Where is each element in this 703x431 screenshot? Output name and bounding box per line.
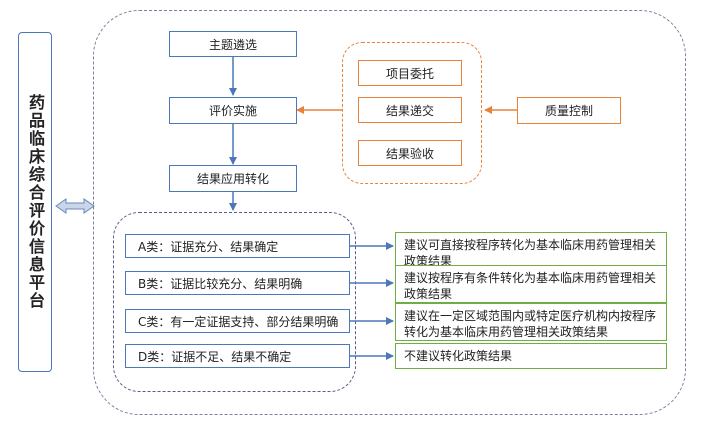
result-c-box: 建议在一定区域范围内或特定医疗机构内按程序转化为基本临床用药管理相关政策结果 xyxy=(395,303,667,341)
result-c-text: 建议在一定区域范围内或特定医疗机构内按程序转化为基本临床用药管理相关政策结果 xyxy=(404,309,657,339)
result-a-box: 建议可直接按程序转化为基本临床用药管理相关政策结果 xyxy=(395,232,667,270)
step-result-transformation: 结果应用转化 xyxy=(169,165,297,192)
class-a-box: A类：证据充分、结果确定 xyxy=(125,234,350,258)
support-commission: 项目委托 xyxy=(358,60,462,86)
result-b-text: 建议按程序有条件转化为基本临床用药管理相关政策结果 xyxy=(404,271,657,301)
step-topic-selection-label: 主题遴选 xyxy=(208,37,257,52)
class-b-box: B类：证据比较充分、结果明确 xyxy=(125,271,350,295)
class-d-box: D类：证据不足、结果不确定 xyxy=(125,344,350,368)
quality-control-label: 质量控制 xyxy=(544,104,593,118)
support-commission-label: 项目委托 xyxy=(385,66,434,81)
double-arrow-icon xyxy=(55,198,95,214)
step-evaluation-label: 评价实施 xyxy=(208,104,257,118)
support-acceptance: 结果验收 xyxy=(358,140,462,166)
classification-group xyxy=(113,212,356,392)
class-c-label: C类：有一定证据支持、部分结果明确 xyxy=(138,314,339,329)
result-a-text: 建议可直接按程序转化为基本临床用药管理相关政策结果 xyxy=(404,238,657,268)
class-c-box: C类：有一定证据支持、部分结果明确 xyxy=(125,309,350,333)
platform-panel: 药品临床综合评价信息平台 xyxy=(18,32,52,372)
support-process-group xyxy=(342,42,482,184)
result-d-box: 不建议转化政策结果 xyxy=(395,343,667,369)
step-result-transformation-label: 结果应用转化 xyxy=(196,172,269,186)
outer-process-boundary xyxy=(93,10,686,415)
support-submission: 结果递交 xyxy=(358,97,462,123)
step-topic-selection: 主题遴选 xyxy=(169,31,297,57)
class-d-label: D类：证据不足、结果不确定 xyxy=(138,349,292,364)
class-b-label: B类：证据比较充分、结果明确 xyxy=(138,276,303,291)
support-acceptance-label: 结果验收 xyxy=(385,146,434,161)
result-b-box: 建议按程序有条件转化为基本临床用药管理相关政策结果 xyxy=(395,265,667,303)
step-evaluation: 评价实施 xyxy=(169,97,297,124)
result-d-text: 不建议转化政策结果 xyxy=(404,349,513,363)
quality-control: 质量控制 xyxy=(517,97,621,124)
class-a-label: A类：证据充分、结果确定 xyxy=(138,239,279,254)
support-submission-label: 结果递交 xyxy=(385,103,434,118)
platform-title: 药品临床综合评价信息平台 xyxy=(26,94,45,310)
